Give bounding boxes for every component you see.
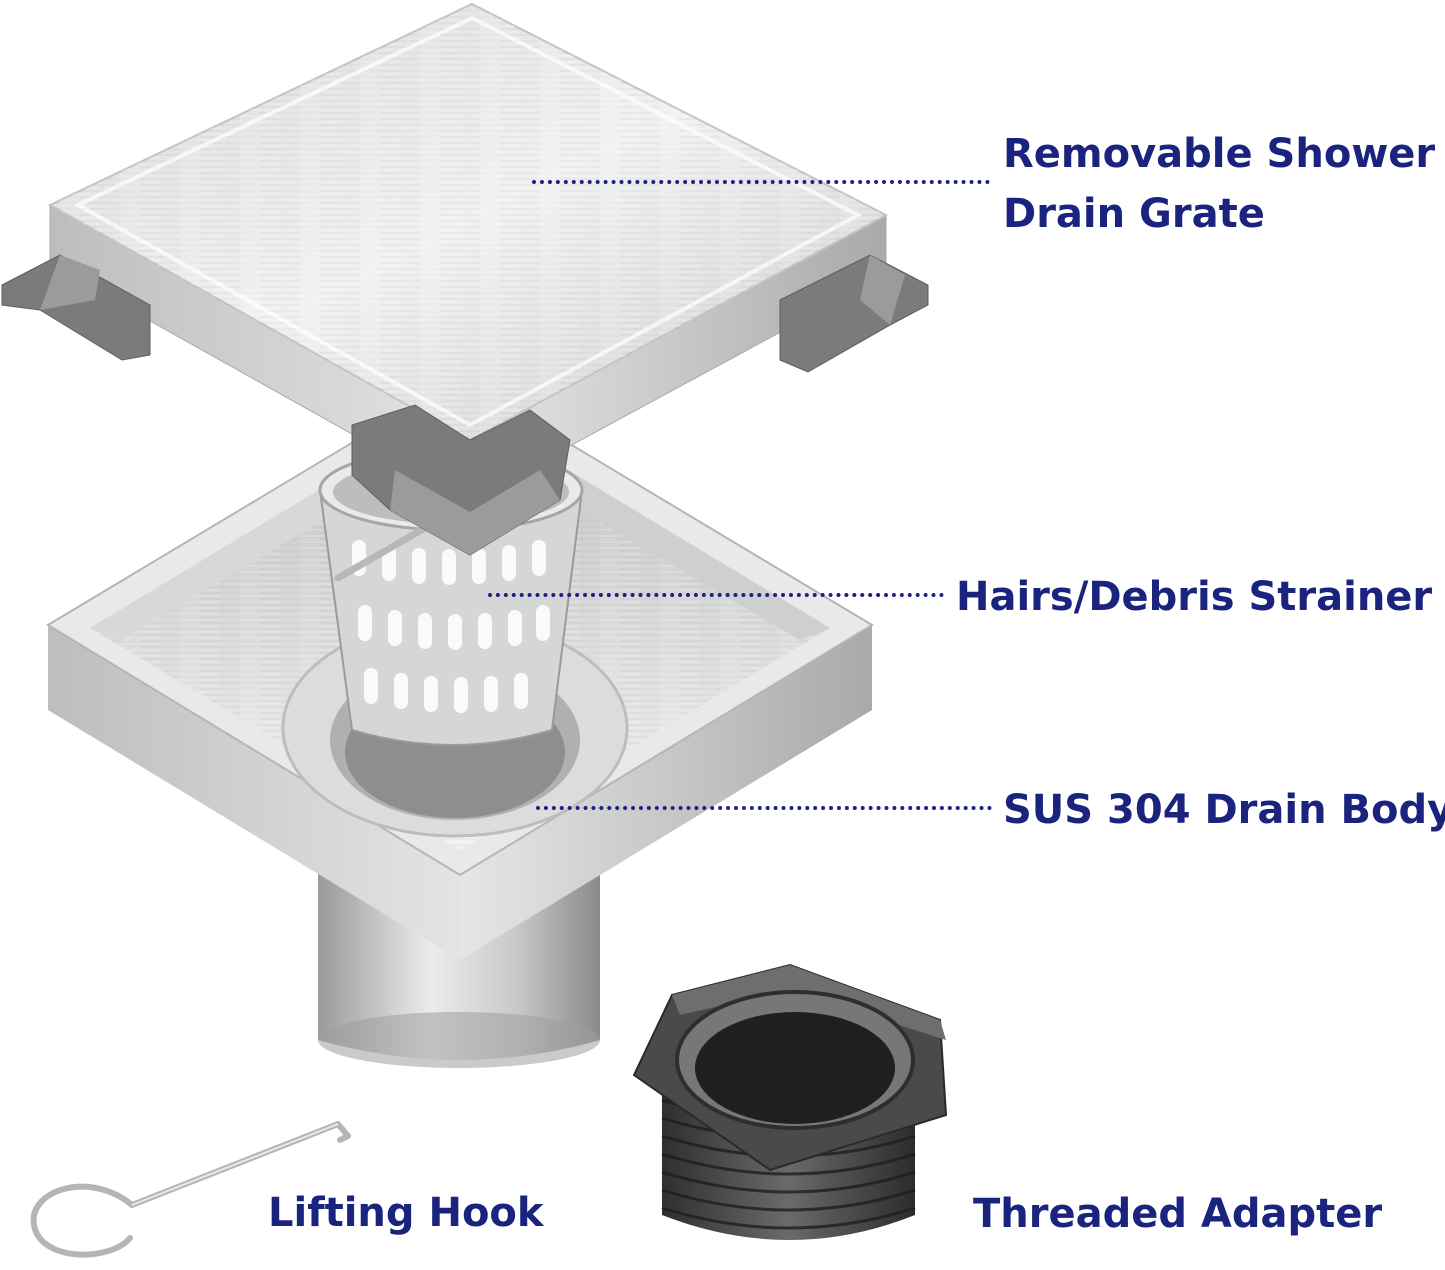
- grate-leader-line: [532, 180, 990, 184]
- strainer-leader-line: [488, 593, 944, 597]
- threaded-adapter-icon: [632, 963, 948, 1240]
- lifting-hook-icon: [30, 1121, 351, 1258]
- strainer-label: Hairs/Debris Strainer: [956, 574, 1433, 620]
- grate-label-line2: Drain Grate: [1003, 191, 1265, 237]
- body-leader-line: [536, 806, 992, 810]
- hook-label: Lifting Hook: [268, 1190, 544, 1236]
- drain-grate-icon: [1, 2, 929, 556]
- grate-label: Removable Shower Drain Grate: [1003, 124, 1435, 244]
- grate-label-line1: Removable Shower: [1003, 131, 1436, 177]
- body-label: SUS 304 Drain Body: [1003, 787, 1445, 833]
- adapter-label: Threaded Adapter: [973, 1191, 1383, 1237]
